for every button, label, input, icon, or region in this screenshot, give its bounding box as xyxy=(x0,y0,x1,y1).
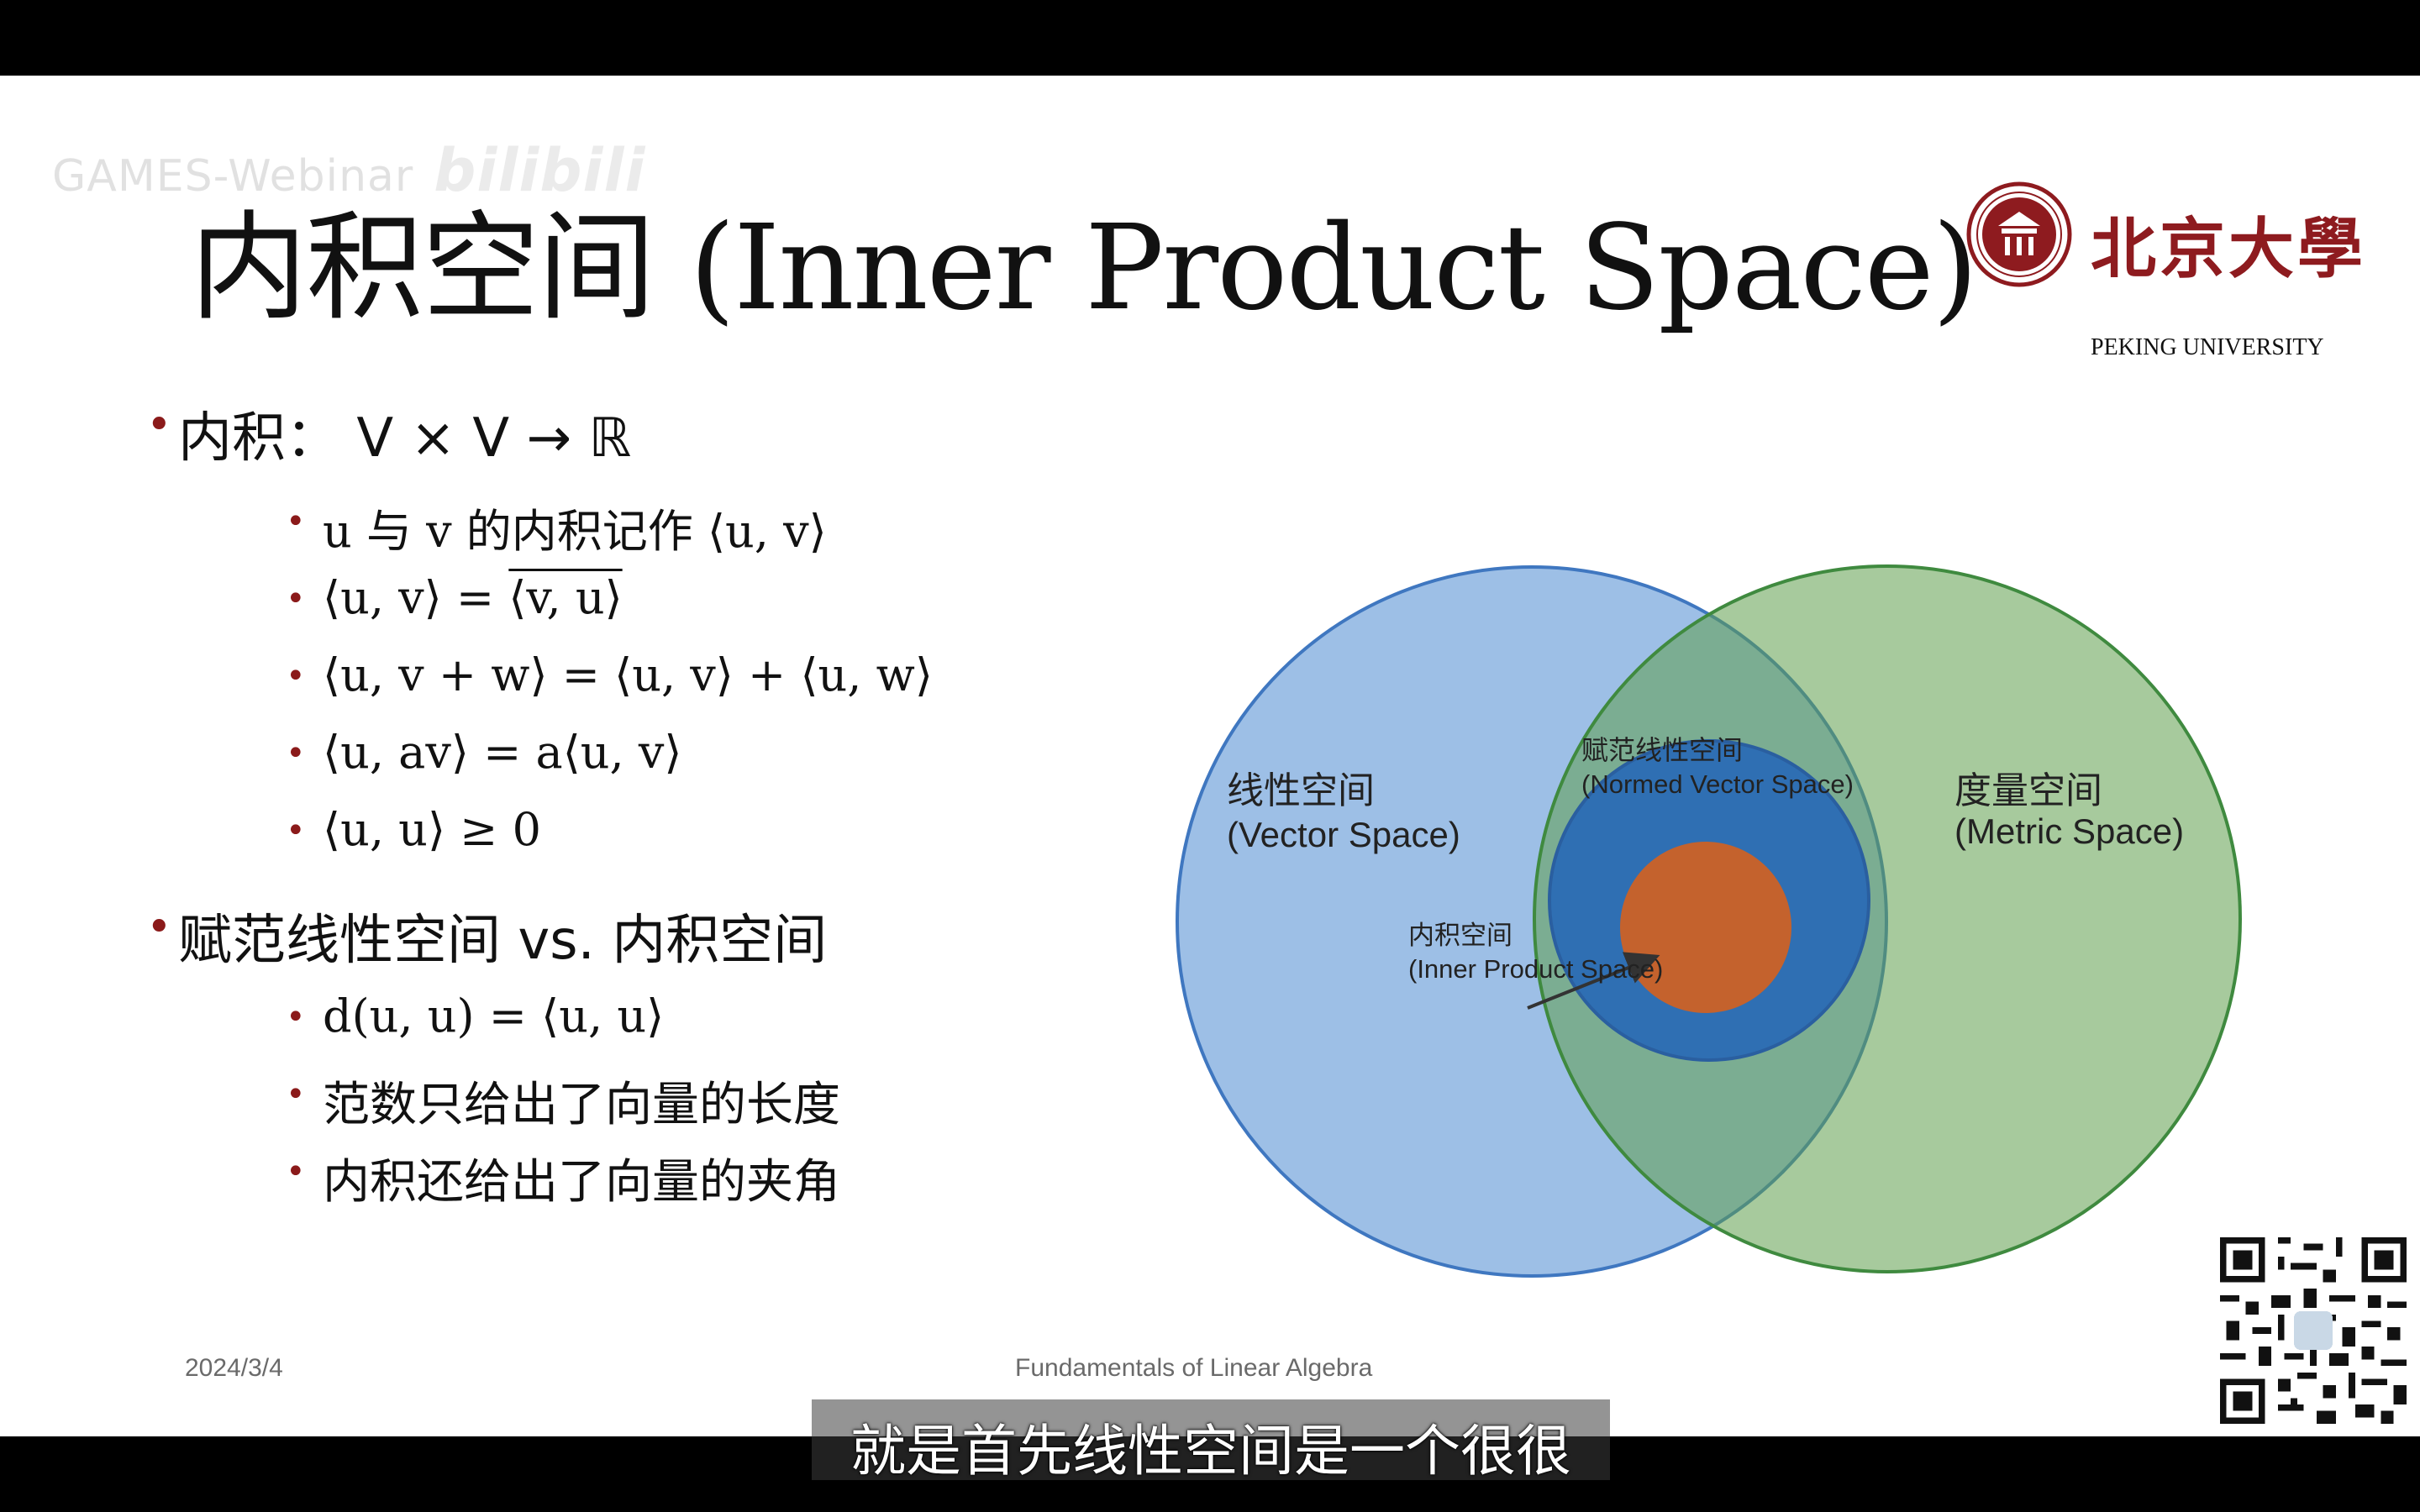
bullet-item: u 与 v 的内积记作 ⟨u, v⟩ xyxy=(286,494,827,560)
watermark-text: GAMES-Webinar xyxy=(52,151,414,202)
slide: GAMES-Webinar bilibili 内积空间 (Inner Produc… xyxy=(0,76,2420,1436)
bullet-item: 内积还给出了向量的夹角 xyxy=(286,1144,840,1212)
normed-space-label-en: (Normed Vector Space) xyxy=(1581,769,1854,799)
bullet-inner-product: 内积： V × V → ℝ xyxy=(146,395,631,472)
bullet-item: ⟨u, u⟩ ≥ 0 xyxy=(286,803,541,856)
normed-space-label-zh: 赋范线性空间 xyxy=(1581,735,1744,765)
vector-space-label-en: (Vector Space) xyxy=(1227,815,1460,854)
bullet-item: ⟨u, av⟩ = a⟨u, v⟩ xyxy=(286,726,682,779)
bullet-item: ⟨u, v + w⟩ = ⟨u, v⟩ + ⟨u, w⟩ xyxy=(286,648,933,701)
vector-space-label-zh: 线性空间 xyxy=(1227,770,1375,811)
metric-space-label-zh: 度量空间 xyxy=(1954,770,2102,811)
bullet-item: 范数只给出了向量的长度 xyxy=(286,1067,840,1135)
bilibili-logo: bilibili xyxy=(434,136,646,205)
university-logo: 北京大學 PEKING UNIVERSITY xyxy=(1965,180,2363,365)
venn-diagram xyxy=(1176,564,2242,1278)
pku-name-zh: 北京大學 xyxy=(2091,211,2367,287)
conjugate-lhs: ⟨u, v⟩ = xyxy=(323,571,509,624)
bullet-item: d(u, u) = ⟨u, u⟩ xyxy=(286,990,664,1042)
subtitle-background xyxy=(812,1399,1610,1480)
conjugate-rhs: ⟨v, u⟩ xyxy=(508,571,623,624)
bullet-normed-vs-inner: 赋范线性空间 vs. 内积空间 xyxy=(146,897,827,974)
video-subtitle: 就是首先线性空间是一个很很 xyxy=(850,1419,1571,1483)
inner-product-space-circle xyxy=(1620,842,1791,1013)
bullet-item: ⟨u, v⟩ = ⟨v, u⟩ xyxy=(286,571,623,624)
top-letterbox xyxy=(0,0,2420,76)
pku-name-en: PEKING UNIVERSITY xyxy=(2091,334,2324,360)
metric-space-label-en: (Metric Space) xyxy=(1954,811,2185,851)
pku-seal-icon xyxy=(1966,181,2072,287)
watermark: GAMES-Webinar bilibili xyxy=(52,136,645,205)
inner-space-label-zh: 内积空间 xyxy=(1408,921,1512,950)
inner-space-arrow xyxy=(1527,952,1660,1010)
footer-title: Fundamentals of Linear Algebra xyxy=(1015,1354,1373,1382)
qr-code-icon xyxy=(2220,1237,2407,1424)
footer-date: 2024/3/4 xyxy=(185,1354,283,1382)
inner-space-label-en: (Inner Product Space) xyxy=(1408,954,1664,984)
slide-title: 内积空间 (Inner Product Space) xyxy=(190,200,1978,337)
